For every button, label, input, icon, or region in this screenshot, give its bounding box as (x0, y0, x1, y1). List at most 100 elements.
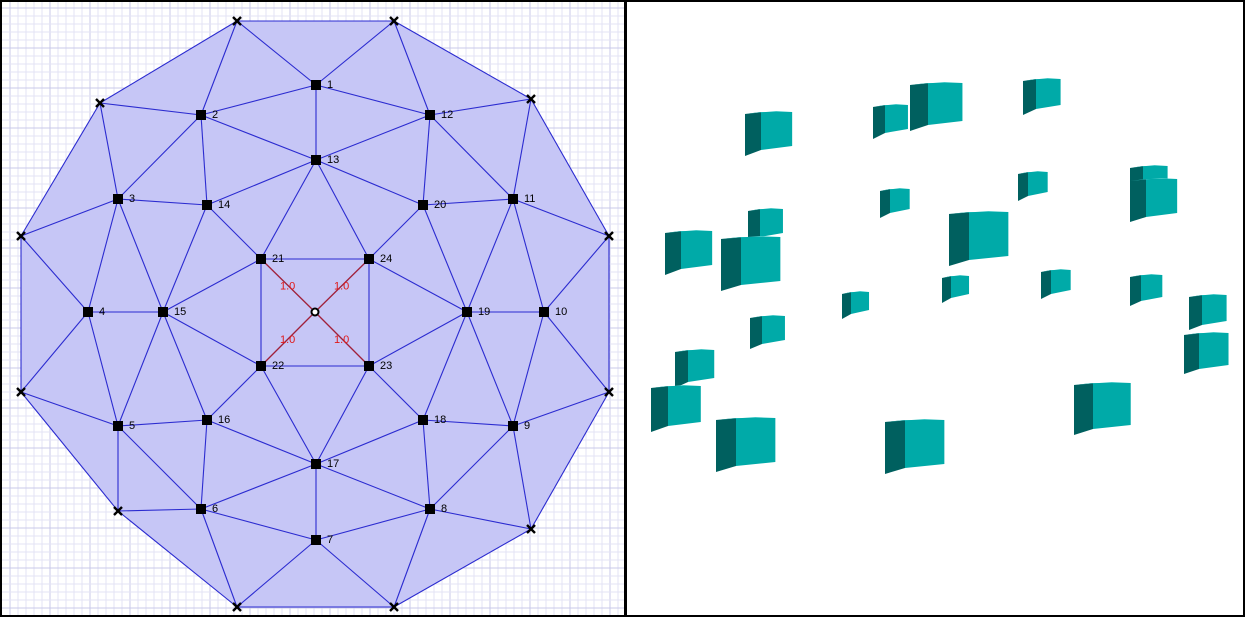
mesh-edge (206, 204, 262, 260)
cube[interactable] (873, 104, 908, 139)
cube[interactable] (949, 211, 1009, 266)
node-label: 18 (434, 414, 446, 426)
mesh-node[interactable] (311, 155, 321, 165)
mesh-edge (315, 159, 370, 260)
mesh-node[interactable] (425, 504, 435, 514)
fixed-node-x-marker[interactable] (604, 231, 614, 241)
spring-line (314, 258, 370, 313)
spring-weight-label: 1.0 (334, 334, 349, 346)
fixed-node-x-marker[interactable] (526, 524, 536, 534)
fixed-node-x-marker[interactable] (389, 602, 399, 612)
node-label: 10 (555, 306, 567, 318)
mesh-node[interactable] (462, 307, 472, 317)
mesh-node[interactable] (364, 254, 374, 264)
cube[interactable] (942, 275, 970, 303)
mesh-edge (20, 198, 119, 237)
node-label: 22 (272, 360, 284, 372)
mesh-node[interactable] (311, 535, 321, 545)
mesh-node[interactable] (83, 307, 93, 317)
cube[interactable] (750, 315, 785, 349)
node-label: 5 (129, 420, 135, 432)
cube[interactable] (1023, 78, 1061, 115)
cube[interactable] (1130, 274, 1163, 306)
cube-3d-viewport[interactable] (627, 0, 1245, 617)
mesh-node[interactable] (196, 110, 206, 120)
fixed-node-x-marker[interactable] (604, 387, 614, 397)
cube[interactable] (721, 236, 781, 291)
node-label: 21 (272, 253, 284, 265)
mesh-edge (512, 98, 532, 200)
spring-weight-label: 1.0 (280, 334, 295, 346)
mesh-edge (315, 159, 424, 206)
cube[interactable] (885, 419, 945, 474)
cube[interactable] (842, 291, 870, 319)
cube[interactable] (745, 111, 793, 156)
fixed-node-x-marker[interactable] (95, 98, 105, 108)
mesh-node[interactable] (196, 504, 206, 514)
mesh-edge (236, 20, 317, 86)
fixed-node-x-marker[interactable] (526, 94, 536, 104)
node-label: 13 (327, 154, 339, 166)
mesh-edge (393, 20, 431, 116)
mesh-node[interactable] (256, 361, 266, 371)
mesh-node[interactable] (364, 361, 374, 371)
mesh-node[interactable] (311, 80, 321, 90)
fixed-node-x-marker[interactable] (232, 602, 242, 612)
cube[interactable] (1189, 294, 1227, 330)
cube-scene[interactable] (627, 2, 1241, 615)
node-label: 9 (524, 420, 530, 432)
node-label: 24 (380, 253, 392, 265)
mesh-edge (99, 20, 238, 104)
mesh-node[interactable] (113, 194, 123, 204)
mesh-node[interactable] (508, 194, 518, 204)
node-label: 17 (327, 458, 339, 470)
fixed-node-x-marker[interactable] (16, 231, 26, 241)
node-label: 3 (129, 193, 135, 205)
fixed-node-x-marker[interactable] (16, 387, 26, 397)
mesh-edge (315, 419, 424, 465)
cube[interactable] (675, 349, 715, 388)
cube[interactable] (1130, 178, 1178, 222)
mesh-edge (315, 20, 395, 86)
mesh-edge (20, 391, 119, 427)
fixed-node-x-marker[interactable] (389, 16, 399, 26)
center-anchor-point[interactable] (310, 307, 320, 317)
mesh-node[interactable] (539, 307, 549, 317)
cube[interactable] (910, 82, 963, 131)
mesh-node[interactable] (158, 307, 168, 317)
mesh-node[interactable] (202, 415, 212, 425)
mesh-edge (422, 419, 431, 510)
mesh-edge (368, 311, 468, 367)
cube[interactable] (1018, 171, 1048, 201)
fixed-node-x-marker[interactable] (113, 506, 123, 516)
mesh-node[interactable] (508, 421, 518, 431)
cube[interactable] (1041, 269, 1071, 299)
mesh-node[interactable] (113, 421, 123, 431)
fixed-node-x-marker[interactable] (232, 16, 242, 26)
mesh-edge (512, 425, 532, 530)
mesh-edge (466, 198, 514, 313)
mesh-node[interactable] (202, 200, 212, 210)
mesh-node[interactable] (418, 415, 428, 425)
mesh-edge (162, 258, 262, 313)
mesh-node[interactable] (418, 200, 428, 210)
mesh-edge (162, 311, 262, 367)
mesh-edge (315, 463, 431, 510)
cube[interactable] (1184, 332, 1229, 374)
cube[interactable] (716, 417, 776, 472)
node-label: 8 (441, 503, 447, 515)
spring-line (260, 258, 316, 313)
cube[interactable] (880, 188, 910, 218)
cube[interactable] (1074, 382, 1131, 435)
cube[interactable] (748, 208, 783, 243)
cube[interactable] (665, 230, 713, 275)
mesh-node[interactable] (256, 254, 266, 264)
mesh-node[interactable] (311, 459, 321, 469)
cube[interactable] (651, 385, 701, 432)
mesh-node[interactable] (425, 110, 435, 120)
mesh-edge (315, 84, 431, 116)
mesh-edge (200, 508, 317, 541)
